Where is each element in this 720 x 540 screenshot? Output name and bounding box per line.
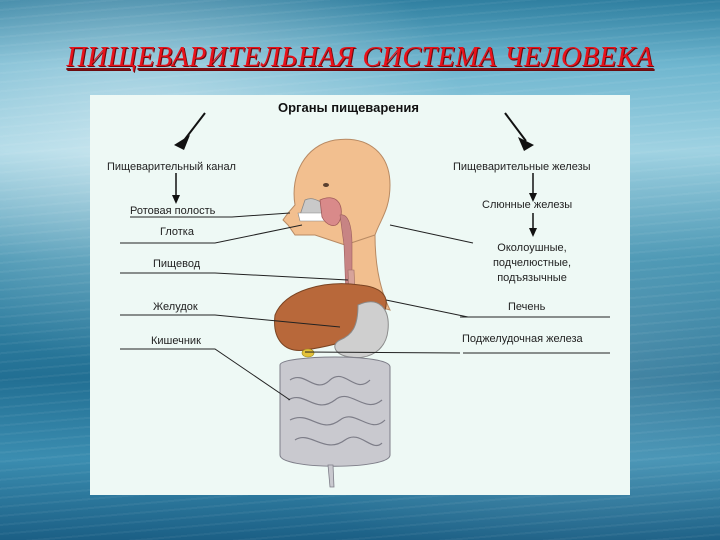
label-esophagus: Пищевод bbox=[153, 258, 201, 270]
left-category-label: Пищеварительный канал bbox=[107, 161, 236, 173]
label-intestine: Кишечник bbox=[151, 335, 201, 347]
slide-title: ПИЩЕВАРИТЕЛЬНАЯ СИСТЕМА ЧЕЛОВЕКА bbox=[66, 42, 654, 73]
diagram-heading: Органы пищеварения bbox=[278, 100, 419, 115]
intestine-illustration bbox=[279, 356, 391, 488]
label-submandibular: подчелюстные, bbox=[492, 257, 572, 269]
label-pancreas: Поджелудочная железа bbox=[462, 333, 583, 345]
label-pharynx: Глотка bbox=[160, 226, 194, 238]
label-mouth: Ротовая полость bbox=[130, 205, 216, 217]
diagram-panel: Органы пищеварения Пищеварительный канал… bbox=[90, 95, 630, 495]
label-salivary-glands: Слюнные железы bbox=[482, 199, 573, 211]
arrows bbox=[172, 112, 537, 237]
right-category-label: Пищеварительные железы bbox=[453, 161, 591, 173]
label-sublingual: подъязычные bbox=[497, 272, 567, 284]
diagram-illustration bbox=[120, 112, 610, 488]
label-parotid: Околоушные, bbox=[497, 242, 567, 254]
gallbladder-illustration bbox=[301, 348, 315, 358]
leader-lines bbox=[120, 212, 610, 401]
label-stomach: Желудок bbox=[153, 301, 198, 313]
label-liver: Печень bbox=[508, 301, 546, 313]
head-illustration bbox=[282, 138, 391, 311]
eye-icon bbox=[323, 183, 329, 187]
